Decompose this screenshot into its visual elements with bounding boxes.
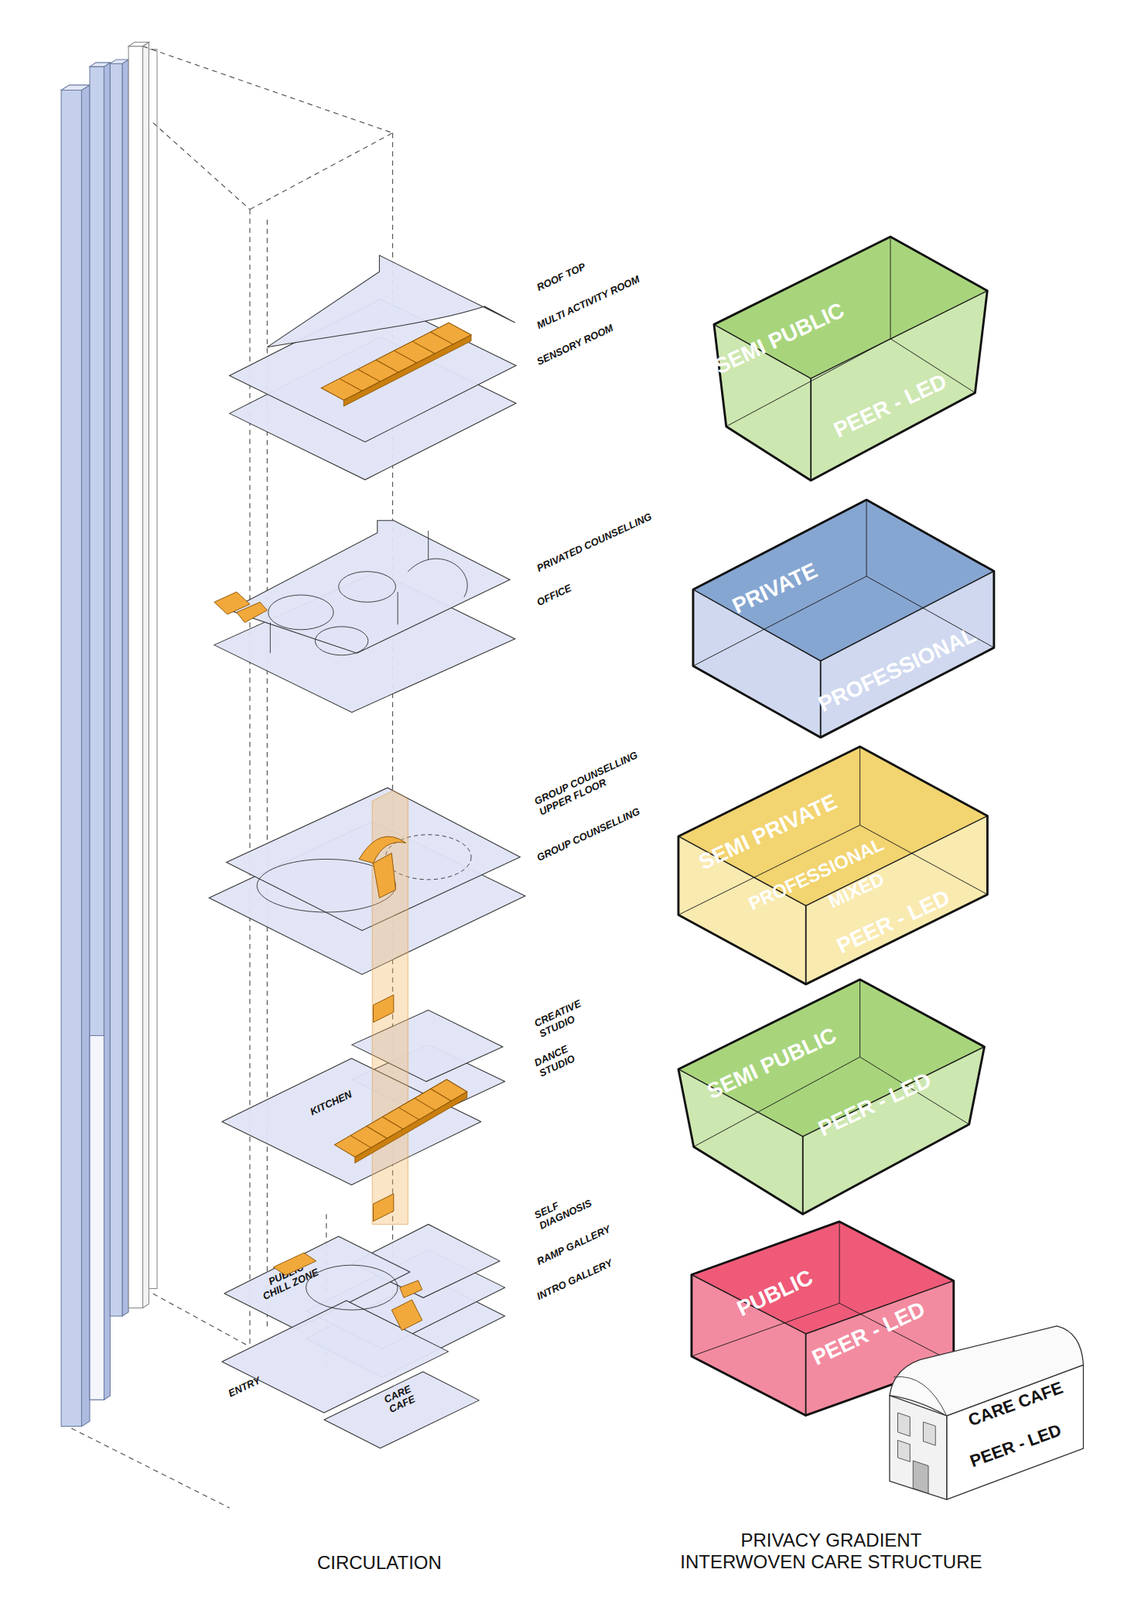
node-outline: [218, 1055, 485, 1188]
box-outline: [678, 746, 988, 985]
floor-plate: KITCHEN: [218, 1055, 485, 1188]
stair-steps: [339, 331, 454, 391]
room-outline: [268, 594, 334, 630]
diagram-caption: CIRCULATION: [317, 1551, 442, 1574]
window: [922, 1421, 936, 1446]
stair: [334, 1079, 467, 1157]
floor-label: INTRO GALLERY: [535, 1257, 615, 1302]
floor-plate: [222, 1058, 482, 1185]
ramp: [273, 1252, 316, 1275]
stair: [358, 836, 407, 864]
box-edge: [802, 1136, 804, 1214]
wall-line: [269, 530, 468, 653]
window: [897, 1412, 910, 1436]
floor-label: MULTI ACTIVITY ROOM: [535, 273, 643, 332]
stair: [236, 601, 268, 622]
column-top: [89, 62, 110, 67]
floor-label: SELF DIAGNOSIS: [532, 1183, 602, 1233]
node-text: ENTRY: [226, 1374, 263, 1399]
box-edge: [889, 236, 891, 339]
privacy-box: PRIVATEPROFESSIONAL: [690, 496, 998, 741]
building-roof: [889, 1325, 1084, 1416]
column-top: [109, 59, 129, 64]
stair: [321, 322, 472, 400]
privacy-box: SEMI PUBLICPEER - LED: [710, 233, 991, 484]
floor-plate: [266, 255, 515, 348]
stair-steps: [350, 1088, 452, 1148]
floor-label: DANCE STUDIO: [532, 1039, 581, 1080]
stair: [372, 1193, 393, 1222]
ramp: [391, 1299, 423, 1331]
column-side: [81, 85, 90, 1427]
box-edge: [838, 1221, 840, 1303]
column-side: [122, 59, 129, 1316]
box-side: [693, 499, 995, 738]
ramp: [399, 1280, 423, 1298]
floor-plate: [226, 787, 521, 931]
column-side: [103, 62, 110, 1400]
floor-label: CREATIVE STUDIO: [532, 996, 593, 1042]
room-outline: [256, 858, 396, 913]
privacy-box: SEMI PRIVATEPROFESSIONALMIXEDPEER - LED: [675, 743, 991, 988]
room-outline: [338, 571, 397, 603]
window: [897, 1439, 910, 1462]
box-edge: [866, 499, 868, 577]
box-edge: [859, 746, 861, 826]
column-top: [128, 41, 149, 46]
floor-label: ROOF TOP: [535, 261, 588, 294]
box-top-face: [678, 746, 988, 906]
circulation-shaft: [372, 790, 408, 1224]
door: [912, 1460, 929, 1494]
box-side: [678, 746, 988, 985]
stair: [372, 994, 393, 1023]
stair: [355, 1091, 468, 1163]
column-front: [61, 89, 82, 1426]
floor-label: PRIVATED COUNSELLING: [535, 510, 654, 575]
column-front: [148, 49, 158, 1289]
floor-label: OFFICE: [535, 583, 575, 610]
column-front: [128, 46, 143, 1309]
diagram-caption: PRIVACY GRADIENT INTERWOVEN CARE STRUCTU…: [676, 1530, 986, 1573]
box-edge: [805, 905, 807, 985]
floor-label: GROUP COUNSELLING UPPER FLOOR: [532, 746, 651, 819]
column-front: [109, 63, 123, 1316]
floor-plate: [229, 520, 511, 653]
column-top: [61, 85, 90, 91]
room-outline: [314, 626, 369, 656]
box-edge: [805, 1333, 807, 1415]
box-outline: [693, 499, 995, 738]
stair: [372, 853, 396, 899]
building-illustration: CARE CAFEPEER - LED: [886, 1322, 1087, 1503]
stair: [214, 591, 250, 615]
column-lower-part: [89, 1035, 104, 1401]
room-outline: [385, 834, 472, 880]
box-edge: [859, 979, 861, 1057]
room-outline: [305, 1264, 398, 1310]
floor-label: SENSORY ROOM: [535, 322, 616, 369]
column-front: [89, 66, 104, 1400]
column-side: [143, 41, 150, 1308]
privacy-box: SEMI PUBLICPEER - LED: [675, 976, 988, 1217]
stair: [343, 334, 472, 407]
box-outline: [678, 979, 985, 1214]
roof-line: [893, 1376, 947, 1416]
box-side: [678, 979, 985, 1214]
floor-plate: CARE CAFE: [321, 1368, 482, 1452]
floor-label: GROUP COUNSELLING: [535, 806, 643, 865]
floor-label: RAMP GALLERY: [535, 1223, 613, 1268]
floor-plate: [324, 1371, 479, 1449]
box-edge: [809, 378, 812, 481]
